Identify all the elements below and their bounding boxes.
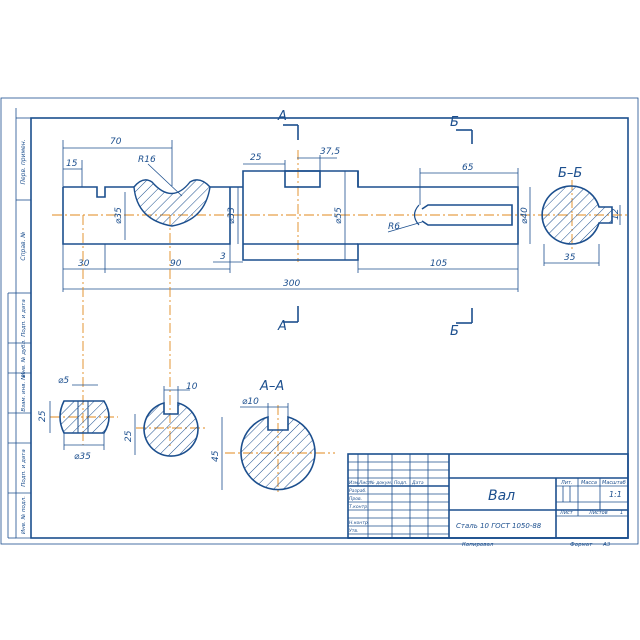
tb-rev-header-4: Подп.: [394, 480, 408, 486]
aa-dim-phi10: ⌀10: [242, 397, 259, 407]
tb-row-develop: Разраб.: [349, 488, 367, 494]
dim-90: 90: [170, 259, 182, 269]
bb-dim-35: 35: [564, 253, 576, 263]
section-aa-title: А–А: [259, 379, 284, 394]
tb-rev-header-2: Лист: [358, 480, 371, 486]
marker-a-top: А: [277, 109, 287, 124]
dim-300: 300: [283, 279, 300, 289]
tb-rev-header-5: Дата: [411, 480, 424, 486]
tb-row-ncontrol: Н.контр.: [349, 520, 369, 526]
tb-sheets-value: 1: [620, 510, 623, 516]
tb-format-value: А3: [602, 542, 611, 548]
dim-30: 30: [78, 259, 90, 269]
tb-rev-header-3: № докум.: [369, 480, 392, 486]
tb-col-mass: Масса: [581, 480, 597, 486]
dim-r16: R16: [138, 155, 156, 165]
section-aa-shape: [240, 415, 316, 491]
title-block: [347, 453, 629, 539]
outer-frame: [0, 97, 639, 545]
bb-dim-12: 12: [611, 208, 621, 220]
dim-65: 65: [462, 163, 474, 173]
tb-format: Формат: [570, 542, 593, 548]
tb-col-lit: Лит.: [560, 480, 573, 486]
dim-phi33: ⌀33: [227, 207, 237, 224]
tb-copied: Копировал: [462, 542, 494, 548]
dim-r6: R6: [388, 222, 400, 232]
tb-rev-header-1: Изм.: [349, 480, 360, 486]
strip-label-1: Перв. примен.: [20, 139, 27, 184]
tb-row-tcontrol: Т.контр.: [349, 504, 369, 510]
section-1-shape: [59, 400, 110, 434]
marker-b-bottom: Б: [450, 324, 459, 339]
strip-label-6: Подп. и дата: [21, 449, 27, 487]
tb-sheets-label: Листов: [588, 510, 608, 516]
tb-scale-value: 1:1: [609, 490, 622, 499]
section-bb-shape: [541, 185, 613, 245]
right-keyway: [421, 204, 513, 226]
tb-col-scale: Масштаб: [602, 480, 626, 486]
dim-phi40: ⌀40: [520, 207, 530, 224]
dim-25: 25: [250, 153, 262, 163]
strip-label-2: Справ. №: [20, 231, 27, 260]
tb-sheet-label: Лист: [559, 510, 574, 516]
tb-part-name: Вал: [488, 488, 515, 504]
marker-a-bottom: А: [277, 319, 287, 334]
strip-label-5: Взам. инв. №: [21, 374, 27, 412]
dim-3: 3: [220, 252, 226, 262]
s1-dim-phi5: ⌀5: [58, 376, 69, 386]
dim-70: 70: [110, 137, 122, 147]
marker-b-top: Б: [450, 115, 459, 130]
dim-37-5: 37,5: [320, 147, 340, 157]
s2-dim-25: 25: [124, 430, 134, 442]
dim-15: 15: [66, 159, 78, 169]
shaft-outline: [62, 170, 519, 261]
tb-row-approve: Утв.: [349, 528, 358, 534]
hatched-cutout: [133, 179, 211, 227]
strip-label-4: Инв. № дубл.: [21, 339, 27, 377]
section-bb-title: Б–Б: [558, 166, 582, 181]
dim-phi35: ⌀35: [114, 207, 124, 224]
tb-material: Сталь 10 ГОСТ 1050-88: [456, 522, 542, 530]
s1-dim-phi35: ⌀35: [74, 452, 91, 462]
key-groove: [284, 170, 321, 188]
main-dimension-lines: [62, 140, 531, 292]
strip-label-3: Подп. и дата: [21, 299, 27, 337]
s1-dim-25: 25: [38, 410, 48, 422]
side-strip-dividers: [8, 199, 31, 494]
dim-105: 105: [430, 259, 447, 269]
aa-dim-45: 45: [211, 450, 221, 462]
tb-row-check: Пров.: [349, 496, 362, 502]
section-2-shape: [143, 401, 199, 457]
s2-dim-10: 10: [186, 382, 198, 392]
strip-label-7: Инв. № подл.: [21, 496, 27, 534]
dim-phi55: ⌀55: [334, 207, 344, 224]
inner-frame: [30, 117, 629, 539]
section-marker-strokes: [283, 124, 473, 324]
